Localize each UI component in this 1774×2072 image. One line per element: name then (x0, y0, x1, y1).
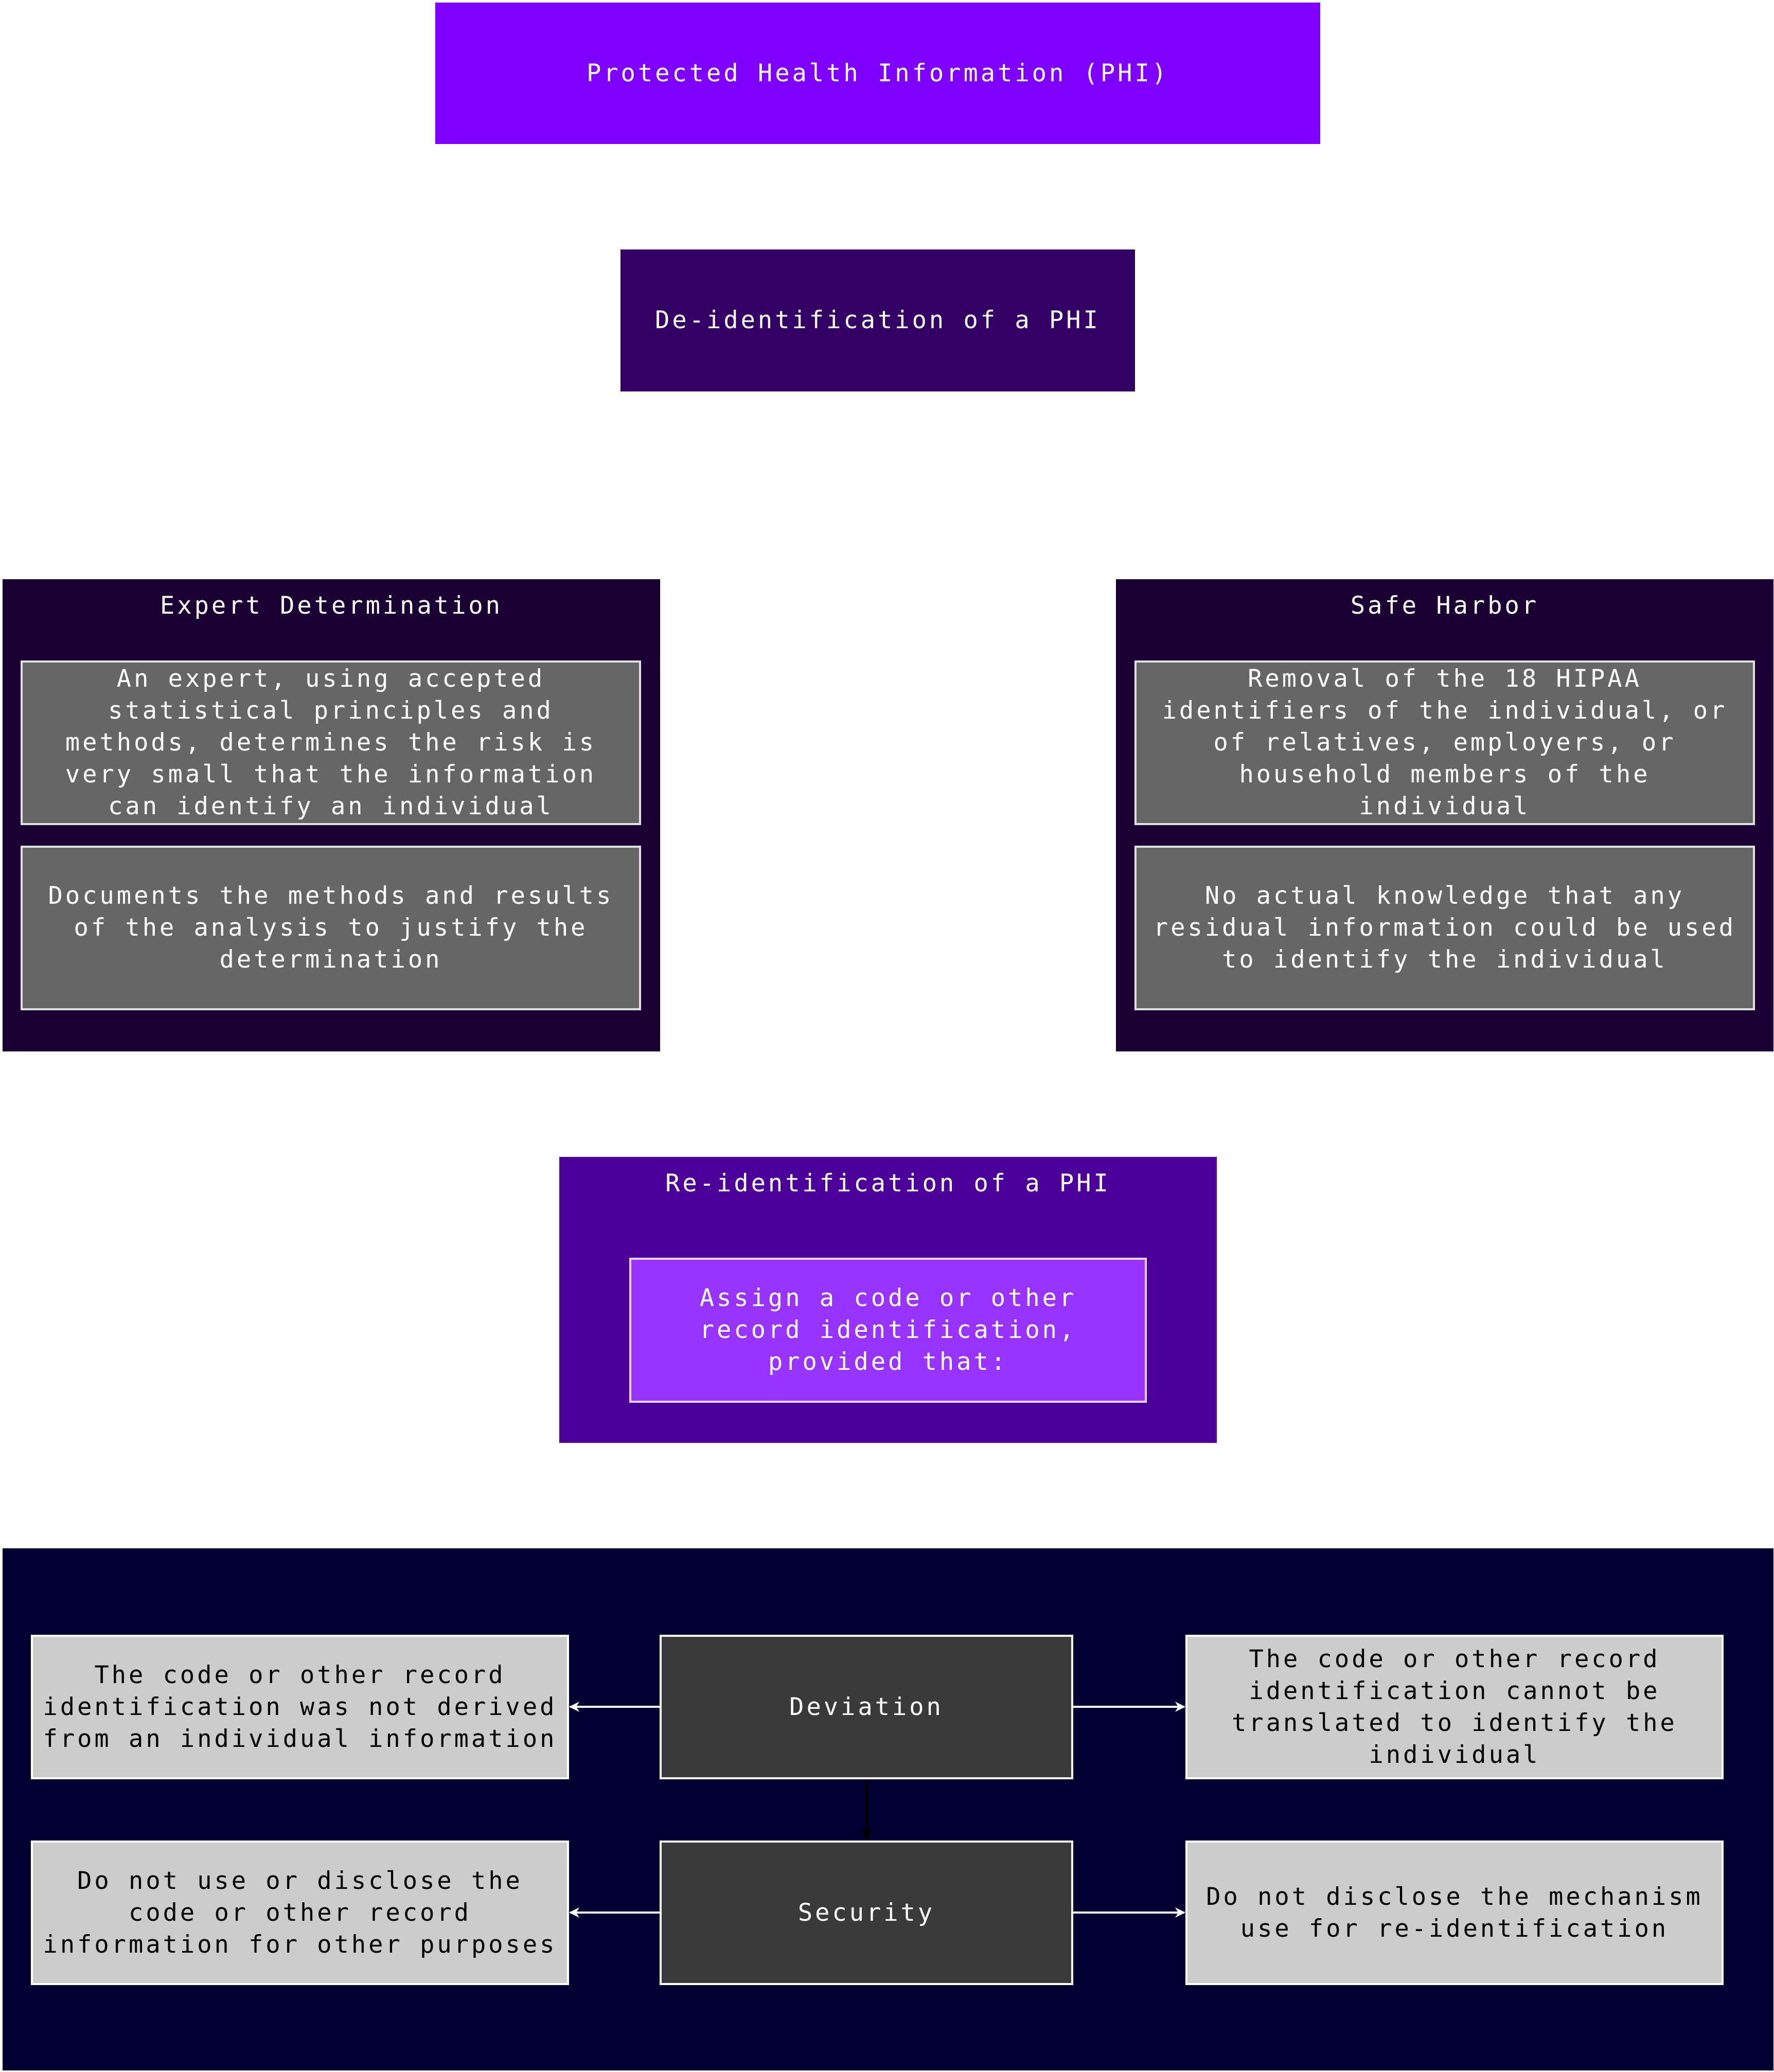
deviation-label: Deviation (789, 1692, 944, 1721)
safe-harbor-container: Safe Harbor Removal of the 18 HIPAA iden… (1116, 579, 1773, 1051)
deviation-right-box: The code or other record identification … (1185, 1635, 1724, 1779)
deviation-right-text: The code or other record identification … (1232, 1645, 1677, 1769)
expert-item-statistical-text: An expert, using accepted statistical pr… (65, 665, 597, 820)
reidentification-container: Re-identification of a PHI Assign a code… (559, 1157, 1217, 1443)
security-label: Security (797, 1898, 935, 1927)
deviation-node: Deviation (660, 1635, 1073, 1779)
deviation-left-box: The code or other record identification … (31, 1635, 569, 1779)
security-right-box: Do not disclose the mechanism use for re… (1185, 1841, 1724, 1985)
deidentification-label: De-identification of a PHI (655, 306, 1101, 334)
security-right-text: Do not disclose the mechanism use for re… (1206, 1882, 1703, 1943)
expert-item-documents-text: Documents the methods and results of the… (48, 882, 614, 974)
expert-item-statistical: An expert, using accepted statistical pr… (21, 660, 641, 825)
safe-harbor-title: Safe Harbor (1350, 592, 1539, 620)
deviation-left-text: The code or other record identification … (43, 1660, 557, 1753)
expert-determination-title: Expert Determination (160, 592, 503, 620)
expert-determination-container: Expert Determination An expert, using ac… (3, 579, 660, 1051)
reidentification-item-text: Assign a code or other record identifica… (699, 1284, 1077, 1376)
safe-item-knowledge: No actual knowledge that any residual in… (1134, 846, 1755, 1010)
safe-item-identifiers-text: Removal of the 18 HIPAA identifiers of t… (1162, 665, 1728, 820)
reidentification-title: Re-identification of a PHI (665, 1169, 1111, 1198)
security-left-box: Do not use or disclose the code or other… (31, 1841, 569, 1985)
phi-label: Protected Health Information (PHI) (586, 59, 1169, 87)
safe-item-knowledge-text: No actual knowledge that any residual in… (1153, 882, 1736, 974)
security-node: Security (660, 1841, 1073, 1985)
deidentification-node: De-identification of a PHI (620, 249, 1135, 391)
expert-item-documents: Documents the methods and results of the… (21, 846, 641, 1010)
safe-item-identifiers: Removal of the 18 HIPAA identifiers of t… (1134, 660, 1755, 825)
security-left-text: Do not use or disclose the code or other… (43, 1866, 557, 1959)
reidentification-item-assign-code: Assign a code or other record identifica… (629, 1258, 1147, 1403)
phi-node: Protected Health Information (PHI) (435, 3, 1320, 144)
